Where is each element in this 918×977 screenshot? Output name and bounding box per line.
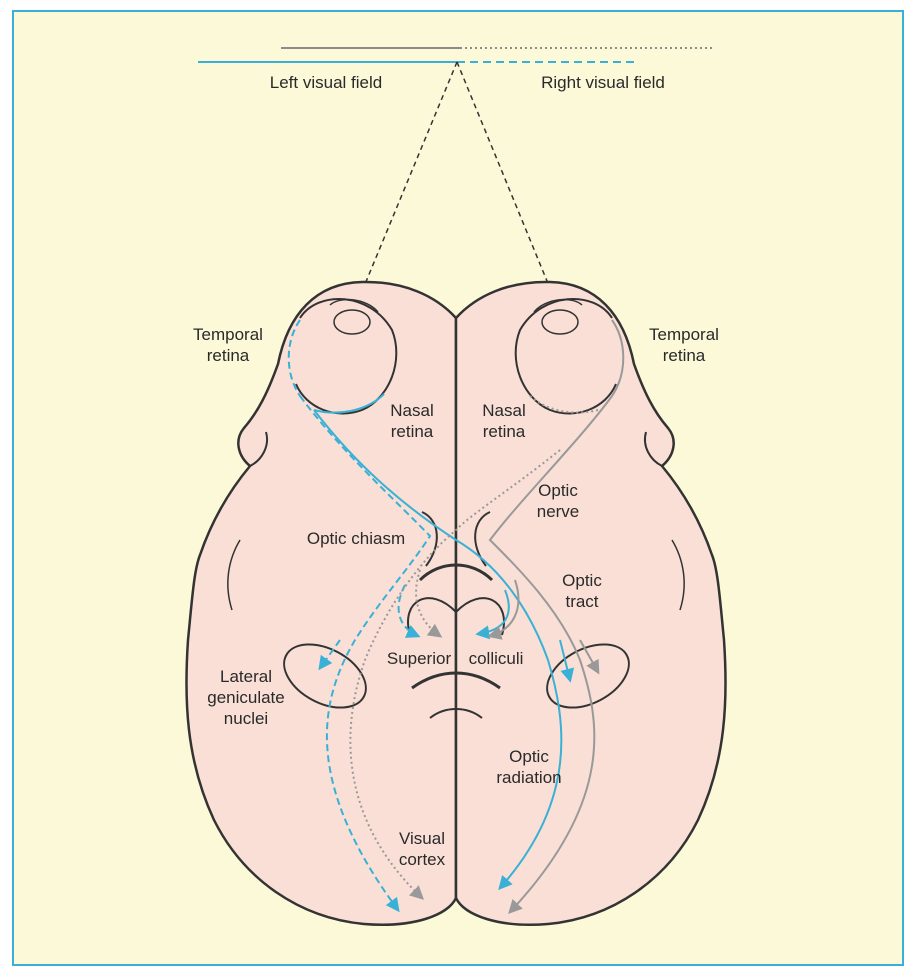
left-field-pathway: [287, 319, 575, 913]
optic-radiation-label: Optic radiation: [496, 747, 562, 787]
temporal-retina-left-label: Temporal retina: [193, 325, 263, 365]
optic-tract-label: Optic tract: [562, 571, 602, 611]
left-eye-cornea: [329, 298, 379, 313]
gray-retina-arc-right-temporal: [611, 319, 625, 397]
blue-lgn-arrow-right: [559, 639, 575, 683]
chiasm-notch-left: [421, 511, 438, 567]
temporal-retina-right-label: Temporal retina: [649, 325, 719, 365]
temporal-fold-left: [227, 539, 241, 611]
blue-lgn-arrow-left: [318, 639, 341, 671]
blue-retina-arc-left: [313, 393, 385, 414]
blue-colliculus-branch-left: [397, 584, 421, 638]
colliculi-shape: [407, 597, 505, 636]
chiasm-notch-right: [474, 511, 491, 567]
lateral-geniculate-nucleus-right: [546, 643, 630, 709]
left-eye: [295, 298, 398, 415]
right-hemisphere: [454, 280, 727, 926]
cerebellum-curve: [429, 708, 483, 719]
gray-nerve-crossing: [349, 449, 561, 900]
temporal-notch-right: [644, 431, 663, 467]
temporal-fold-right: [671, 539, 685, 611]
blue-retina-arc-left-temporal: [287, 319, 301, 397]
left-visual-field-label: Left visual field: [269, 73, 383, 92]
gray-nerve-right: [488, 395, 613, 915]
lateral-geniculate-nucleus-left: [283, 643, 367, 709]
blue-colliculus-branch-right: [475, 589, 510, 640]
gray-colliculus-branch-right: [487, 579, 520, 640]
right-eye: [514, 298, 617, 415]
right-eye-cornea: [533, 298, 583, 313]
temporal-notch-left: [249, 431, 268, 467]
right-visual-field-label: Right visual field: [541, 73, 665, 92]
visual-cortex-label: Visual cortex: [398, 829, 446, 869]
gray-retina-arc-right: [527, 393, 599, 414]
lateral-geniculate-nuclei-label: Lateral geniculate nuclei: [207, 667, 285, 728]
nasal-retina-left-label: Nasal retina: [390, 401, 434, 441]
right-field-pathway: [349, 319, 625, 915]
right-eye-lens: [541, 309, 579, 335]
nasal-retina-right-label: Nasal retina: [482, 401, 526, 441]
left-hemisphere: [185, 280, 458, 926]
brain: [185, 280, 727, 926]
blue-nerve-left: [313, 409, 563, 891]
superior-colliculi-label-2: colliculi: [468, 649, 524, 668]
midbrain-lower-curve: [411, 671, 501, 690]
superior-colliculi-label-1: Superior: [386, 649, 452, 668]
gray-lgn-arrow-right: [579, 639, 600, 675]
midbrain-upper-curve: [418, 563, 494, 582]
optic-nerve-label: Optic nerve: [536, 481, 580, 521]
optic-chiasm-label: Optic chiasm: [306, 529, 406, 548]
left-eye-lens: [333, 309, 371, 335]
